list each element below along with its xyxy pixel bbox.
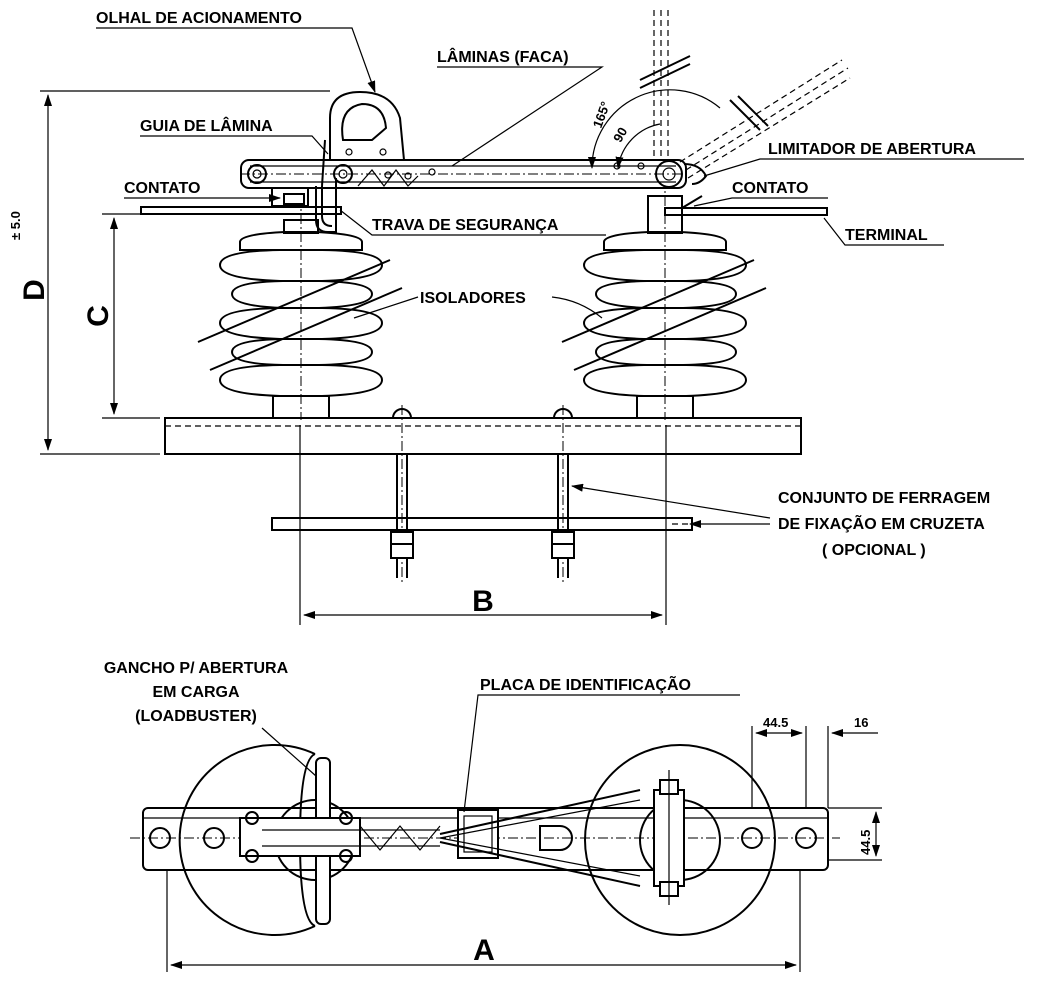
dimension-44-5-side: 44.5 xyxy=(828,807,882,861)
angle-90: 90 xyxy=(610,125,630,145)
plan-view: A 44.5 16 44.5 GANCHO P/ ABERTURA EM CAR… xyxy=(104,660,882,972)
label-gancho-2: EM CARGA xyxy=(152,684,240,701)
label-ferragem-2: DE FIXAÇÃO EM CRUZETA xyxy=(778,513,985,533)
label-gancho-1: GANCHO P/ ABERTURA xyxy=(104,660,289,677)
label-gancho-3: (LOADBUSTER) xyxy=(135,708,257,725)
open-blade-vertical xyxy=(639,10,691,160)
dim-d-label: D xyxy=(18,279,51,301)
plan-base-bar xyxy=(142,807,829,871)
operating-eye xyxy=(329,90,406,161)
blade-bar xyxy=(240,159,690,189)
label-olhal: OLHAL DE ACIONAMENTO xyxy=(96,10,302,27)
dim-c-label: C xyxy=(82,305,115,327)
dimension-c: C xyxy=(82,213,160,419)
safety-latch xyxy=(315,139,337,233)
label-placa: PLACA DE IDENTIFICAÇÃO xyxy=(480,674,691,694)
dim-44-5-top: 44.5 xyxy=(763,715,788,730)
label-isoladores: ISOLADORES xyxy=(420,290,526,307)
label-ferragem-3: ( OPCIONAL ) xyxy=(822,542,926,559)
dimension-a: A xyxy=(166,870,801,972)
label-terminal: TERMINAL xyxy=(845,227,928,244)
dim-d-tolerance: ± 5.0 xyxy=(8,211,23,240)
insulator-right xyxy=(561,160,767,420)
label-trava: TRAVA DE SEGURANÇA xyxy=(372,217,559,234)
elevation-view: 165° 90 D ± 5.0 C B OLHAL DE ACIONAMENTO… xyxy=(8,10,1024,625)
label-contato-left: CONTATO xyxy=(124,180,200,197)
open-blade-165 xyxy=(679,59,851,179)
dim-b-label: B xyxy=(472,585,494,618)
dim-a-label: A xyxy=(473,934,495,967)
dimension-b: B xyxy=(303,585,663,619)
label-guia: GUIA DE LÂMINA xyxy=(140,116,273,135)
base-channel xyxy=(164,417,802,455)
label-limitador: LIMITADOR DE ABERTURA xyxy=(768,141,976,158)
contact-plate-left xyxy=(140,206,342,215)
insulator-left xyxy=(197,160,403,420)
crossarm-plate xyxy=(271,517,693,531)
label-ferragem-1: CONJUNTO DE FERRAGEM xyxy=(778,490,990,507)
dim-16: 16 xyxy=(854,715,868,730)
mounting-rods xyxy=(390,405,575,585)
dim-44-5-side: 44.5 xyxy=(858,830,873,855)
dimension-44-5-top: 44.5 xyxy=(751,715,807,808)
label-contato-right: CONTATO xyxy=(732,180,808,197)
label-laminas: LÂMINAS (FACA) xyxy=(437,47,569,66)
dimension-d: D ± 5.0 xyxy=(8,90,330,455)
dimension-16: 16 xyxy=(827,715,878,808)
angle-165: 165° xyxy=(590,100,613,130)
terminal-plate-right xyxy=(664,207,828,216)
